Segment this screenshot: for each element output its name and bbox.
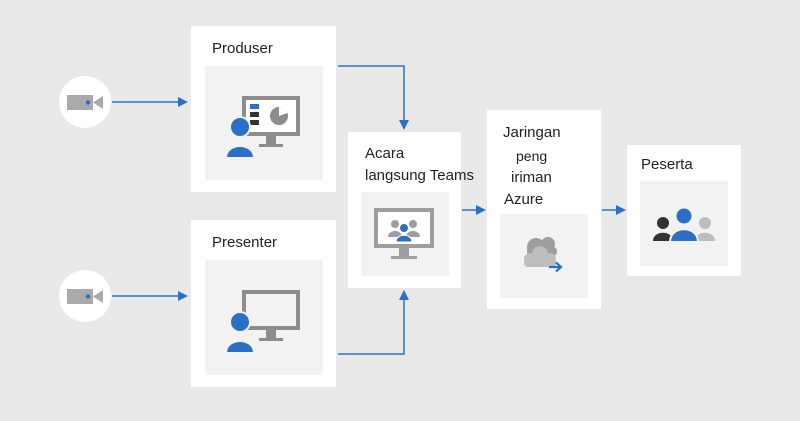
azure-label-line1: Jaringan xyxy=(503,124,561,141)
azure-cdn-card: Jaringan peng iriman Azure xyxy=(487,110,601,309)
live-event-icon-panel xyxy=(361,192,449,276)
camera-node-top xyxy=(59,76,111,128)
producer-icon-panel xyxy=(205,66,323,180)
presenter-card: Presenter xyxy=(191,220,336,387)
producer-card: Produser xyxy=(191,26,336,192)
producer-label: Produser xyxy=(212,40,273,57)
video-camera-icon xyxy=(67,289,103,304)
presenter-label: Presenter xyxy=(212,234,278,251)
azure-label-line2: peng xyxy=(516,148,548,164)
live-event-label: Acara langsung Teams xyxy=(365,145,474,184)
presenter-with-dashboard-icon xyxy=(224,96,300,159)
azure-icon-panel xyxy=(500,214,588,298)
attendees-label: Peserta xyxy=(641,156,693,173)
presenter-with-monitor-icon xyxy=(224,290,300,354)
monitor-with-audience-icon xyxy=(374,208,434,259)
arrow-producer-to-live-event xyxy=(338,65,409,130)
cloud-with-arrow-icon xyxy=(524,237,563,273)
azure-label-line4: Azure xyxy=(504,191,544,208)
attendees-icon-panel xyxy=(640,181,728,266)
live-event-card: Acara langsung Teams xyxy=(348,132,474,288)
azure-label-line3: iriman xyxy=(511,169,552,186)
group-of-people-icon xyxy=(653,206,715,243)
camera-node-bottom xyxy=(59,270,111,322)
presenter-icon-panel xyxy=(205,260,323,375)
attendees-card: Peserta xyxy=(627,145,741,276)
arrow-presenter-to-live-event xyxy=(338,290,409,355)
video-camera-icon xyxy=(67,95,103,110)
